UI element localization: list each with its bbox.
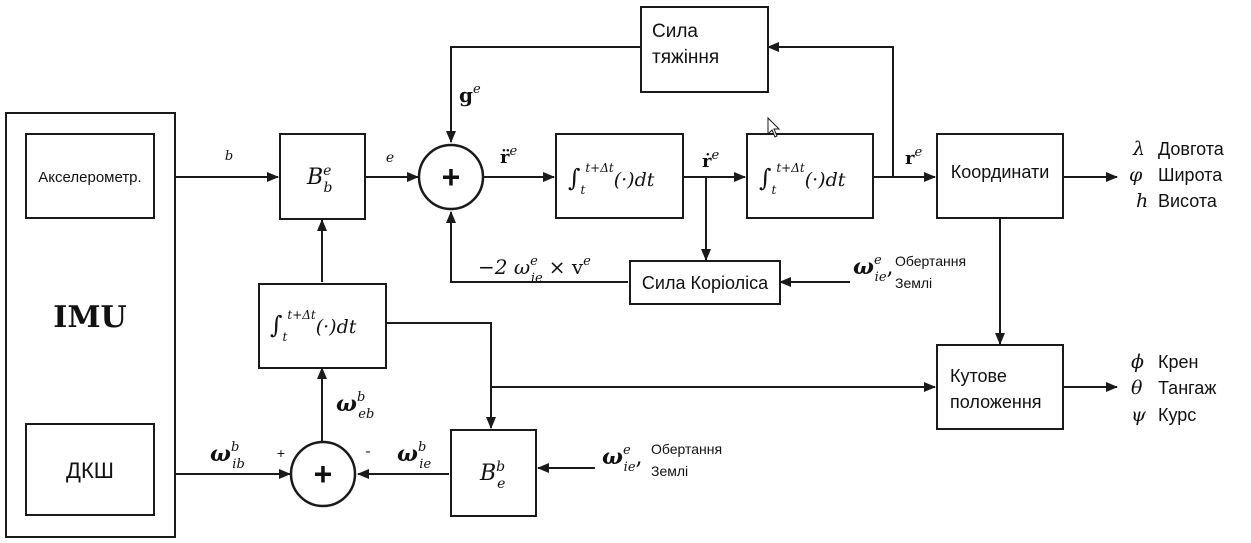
imu-title: IMU [53, 300, 126, 335]
integrator-velocity-label: ∫tt+Δt(·)dt [759, 161, 846, 197]
longitude-label: Довгота [1158, 139, 1225, 159]
coriolis-block [629, 260, 781, 305]
yaw-symbol: ψ [1131, 404, 1147, 426]
pitch-label: Тангаж [1158, 378, 1216, 398]
earth-rotation-line2-bottom: Землі [651, 463, 688, 479]
integrator-velocity-block [746, 133, 874, 219]
gravity-label-line2: тяжіння [652, 47, 719, 68]
signal-label-e: e [386, 150, 394, 166]
mouse-cursor-icon [767, 116, 781, 138]
gravity-block [640, 6, 769, 93]
roll-label: Крен [1158, 352, 1198, 372]
wire-int3-to-dcm-eb [386, 322, 496, 429]
position-vector-label: re [905, 145, 922, 169]
integrator-angular-block [258, 283, 387, 369]
wire-coriolis-to-sum [446, 211, 628, 283]
coordinates-block [936, 133, 1064, 219]
longitude-symbol: λ [1132, 138, 1145, 160]
earth-rotation-line1-top: Обертання [895, 253, 966, 269]
wire-gravity-to-sum [446, 46, 641, 143]
integrator-angular-label: ∫tt+Δt(·)dt [270, 308, 357, 344]
coordinates-label: Координати [951, 162, 1050, 182]
earth-rotation-line1-bottom: Обертання [651, 441, 722, 457]
height-symbol: h [1136, 190, 1148, 212]
signal-label-b: b [225, 149, 233, 164]
attitude-outputs: ϕ Крен θ Тангаж ψ Курс [1131, 351, 1216, 426]
acceleration-label: r̈e [500, 144, 517, 168]
attitude-label-line2: положення [950, 392, 1042, 412]
gyro-sum-symbol: + [314, 456, 333, 492]
signal-wires [154, 42, 1118, 479]
gravity-label-line1: Сила [652, 21, 698, 42]
latitude-label: Широта [1158, 165, 1223, 185]
yaw-label: Курс [1158, 405, 1196, 425]
gyro-sum-minus-sign: - [366, 443, 371, 460]
integrator-accel-label: ∫tt+Δt(·)dt [568, 161, 655, 197]
height-label: Висота [1158, 191, 1218, 211]
coriolis-label: Сила Коріоліса [642, 273, 769, 293]
attitude-block [936, 344, 1064, 430]
gravity-vector-label: ge [459, 82, 481, 107]
accelerometer-label: Акселерометр. [38, 169, 141, 186]
gyro-block [25, 423, 155, 516]
integrator-accel-block [555, 133, 684, 219]
velocity-label: ṙe [702, 148, 719, 172]
attitude-label-line1: Кутове [950, 366, 1007, 386]
pitch-symbol: θ [1131, 377, 1143, 399]
accelerometer-block [25, 133, 155, 219]
dcm-earth-to-body-block [450, 429, 537, 517]
dcm-body-to-earth-block [279, 133, 366, 220]
roll-symbol: ϕ [1131, 351, 1144, 373]
wire-r-to-gravity [767, 42, 894, 177]
angular-rate-summing-junction [289, 440, 357, 508]
earth-rotation-line2-top: Землі [895, 275, 932, 291]
gyro-label: ДКШ [66, 458, 114, 483]
sum-symbol: + [442, 159, 461, 195]
gyro-sum-plus-sign: + [277, 445, 285, 461]
latitude-symbol: φ [1129, 164, 1143, 186]
position-outputs: λ Довгота φ Широта h Висота [1129, 138, 1225, 212]
acceleration-summing-junction [417, 143, 485, 211]
